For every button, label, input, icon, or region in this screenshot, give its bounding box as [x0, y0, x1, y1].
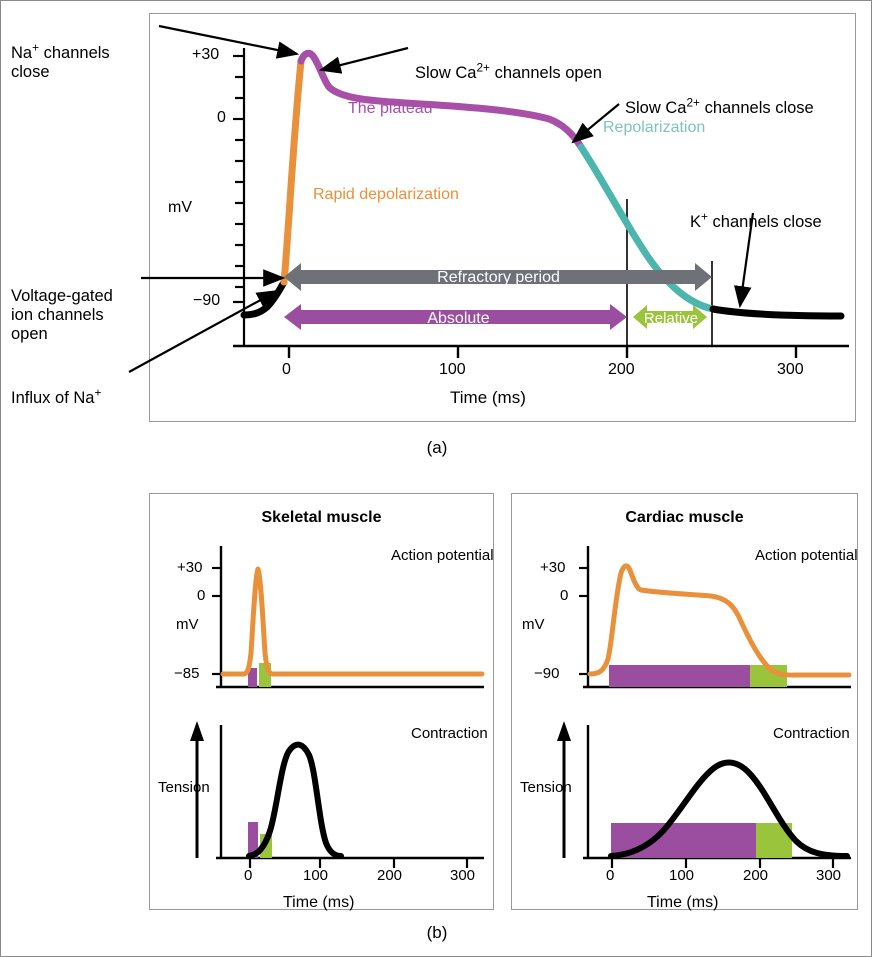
- skeletal-xtick-100: 100: [303, 867, 329, 884]
- bar-refractory-period: [284, 263, 712, 291]
- skeletal-contraction-label: Contraction: [411, 725, 488, 742]
- panel-a-xtick-200: 200: [608, 361, 635, 378]
- annotation-slow-ca-close: Slow Ca2+ channels close: [625, 74, 814, 118]
- bar-label-relative: Relative: [643, 310, 699, 327]
- skeletal-ap-y-axis-label: mV: [176, 616, 199, 633]
- cardiac-action-potential-trace: [587, 563, 852, 678]
- panel-b-left-box: [149, 493, 494, 910]
- annotation-influx-na-text: Influx of Na+: [11, 385, 102, 407]
- panel-a-x-axis-label: Time (ms): [450, 388, 526, 407]
- panel-a-y-ticks: [233, 54, 244, 304]
- panel-a-ytick-0: 0: [217, 109, 226, 126]
- leader-na-close: [158, 24, 300, 59]
- cardiac-tension-label: Tension: [520, 779, 572, 796]
- panel-b-caption: (b): [426, 923, 448, 942]
- panel-a-ytick-neg90: −90: [193, 292, 221, 309]
- label-repolarization: Repolarization: [603, 119, 706, 136]
- label-rapid-depolarization: Rapid depolarization: [313, 186, 459, 203]
- skeletal-svg: [190, 546, 485, 868]
- cardiac-ap-ytick-neg90: −90: [534, 665, 560, 682]
- panel-a-caption: (a): [426, 438, 448, 457]
- curve-resting-end: [709, 305, 845, 320]
- cardiac-muscle-title: Cardiac muscle: [625, 509, 744, 526]
- cardiac-xtick-300: 300: [816, 867, 842, 884]
- panel-a-ytick-30: +30: [192, 46, 220, 63]
- leader-influx-na: [128, 289, 279, 373]
- cardiac-xtick-100: 100: [669, 867, 695, 884]
- skeletal-action-potential-trace: [220, 566, 485, 677]
- annotation-k-channels-close: K+ channels close: [690, 188, 822, 232]
- cardiac-ct-x-ticks: [610, 858, 835, 868]
- cardiac-ap-ytick-30: +30: [540, 559, 566, 576]
- panel-a-xtick-100: 100: [439, 361, 466, 378]
- bar-relative-refractory: [633, 305, 707, 329]
- curve-plateau: [297, 49, 585, 151]
- leader-slow-ca-open: [318, 46, 409, 74]
- skeletal-muscle-title: Skeletal muscle: [261, 509, 382, 526]
- skeletal-ct-x-ticks: [248, 858, 469, 868]
- skeletal-ap-y-ticks: [212, 566, 221, 676]
- cardiac-tension-arrow-head: [557, 721, 571, 741]
- cardiac-ap-absolute-block: [609, 665, 750, 687]
- cardiac-x-axis-label: Time (ms): [647, 894, 719, 911]
- cardiac-ap-ytick-0: 0: [560, 587, 569, 604]
- leader-k-close: [734, 212, 755, 309]
- annotation-k-close-text: K+ channels close: [690, 209, 822, 231]
- panel-a-svg: [128, 24, 849, 373]
- cardiac-ap-y-axis-label: mV: [522, 616, 545, 633]
- panel-a-graph-box: [149, 13, 856, 422]
- skeletal-contraction-trace: [246, 741, 344, 859]
- annotation-slow-ca-open-text: Slow Ca2+ channels open: [415, 60, 602, 82]
- skeletal-x-axis-label: Time (ms): [283, 894, 355, 911]
- panel-a-xtick-300: 300: [777, 361, 804, 378]
- label-the-plateau: The plateau: [348, 100, 433, 117]
- skeletal-ap-ytick-neg85: −85: [174, 665, 200, 682]
- curve-repolarization: [577, 143, 717, 313]
- cardiac-ap-relative-block: [750, 665, 787, 687]
- cardiac-xtick-0: 0: [606, 867, 615, 884]
- annotation-influx-na: Influx of Na+: [11, 364, 101, 408]
- skeletal-ap-absolute-block: [248, 668, 257, 687]
- cardiac-contraction-label: Contraction: [773, 725, 850, 742]
- skeletal-ct-absolute-block: [248, 822, 258, 858]
- skeletal-ap-ytick-0: 0: [197, 587, 206, 604]
- curve-rapid-depolarization: [280, 57, 305, 286]
- skeletal-xtick-0: 0: [244, 867, 253, 884]
- cardiac-svg: [557, 546, 852, 868]
- skeletal-tension-arrow-head: [190, 721, 204, 741]
- skeletal-tension-label: Tension: [158, 779, 210, 796]
- annotation-slow-ca-close-text: Slow Ca2+ channels close: [625, 95, 814, 117]
- skeletal-xtick-200: 200: [377, 867, 403, 884]
- bar-label-absolute: Absolute: [427, 310, 490, 327]
- panel-a-x-ticks: [287, 346, 798, 358]
- leader-slow-ca-close: [571, 103, 620, 144]
- cardiac-contraction-trace: [608, 759, 850, 859]
- bar-label-refractory-period: Refractory period: [437, 269, 560, 286]
- cardiac-xtick-200: 200: [743, 867, 769, 884]
- skeletal-ap-label: Action potential: [391, 547, 494, 564]
- panel-a-xtick-0: 0: [282, 361, 291, 378]
- cardiac-ap-y-ticks: [579, 566, 588, 676]
- annotation-slow-ca-open: Slow Ca2+ channels open: [415, 39, 602, 83]
- skeletal-ap-ytick-30: +30: [177, 559, 203, 576]
- skeletal-xtick-300: 300: [450, 867, 476, 884]
- cardiac-ap-label: Action potential: [755, 547, 858, 564]
- bar-absolute-refractory: [284, 304, 627, 330]
- panel-a-y-axis-label: mV: [168, 199, 192, 216]
